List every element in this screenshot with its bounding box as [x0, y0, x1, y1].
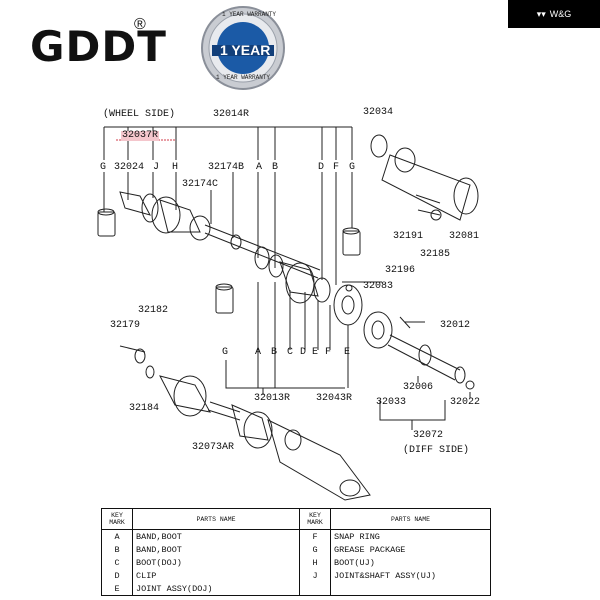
part-32174B: 32174B	[208, 162, 245, 173]
top-key-j: J	[153, 162, 160, 173]
legend-part: JOINT ASSY(DOJ)	[132, 582, 300, 596]
badge-bottom-text: 1 YEAR WARRANTY	[216, 74, 271, 81]
legend-part: BAND,BOOT	[132, 529, 300, 543]
top-key-g1: G	[100, 162, 107, 173]
legend-part: BOOT(UJ)	[330, 556, 491, 569]
part-32174C: 32174C	[182, 179, 219, 190]
legend-row: A BAND,BOOT F SNAP RING	[101, 529, 491, 543]
legend-key: J	[299, 569, 331, 582]
part-32184: 32184	[129, 403, 160, 414]
legend-header-key-2: KEY MARK	[299, 508, 331, 530]
part-32034: 32034	[363, 107, 394, 118]
legend-key: D	[101, 569, 133, 582]
diff-side-label: (DIFF SIDE)	[403, 445, 470, 456]
key-legend-table: KEY MARK PARTS NAME KEY MARK PARTS NAME …	[101, 508, 491, 596]
legend-key: H	[299, 556, 331, 569]
part-32037R: 32037R	[121, 130, 160, 141]
legend-header-parts-2: PARTS NAME	[330, 508, 491, 530]
part-32043R: 32043R	[316, 393, 353, 404]
part-32033: 32033	[376, 397, 407, 408]
legend-part: CLIP	[132, 569, 300, 582]
bottom-key-e2: E	[344, 347, 351, 358]
brand-logo: GDDT	[30, 22, 167, 71]
corner-tag: ▾▾ W&G	[508, 0, 600, 28]
legend-key: B	[101, 543, 133, 556]
legend-key: E	[101, 582, 133, 596]
part-32191: 32191	[393, 231, 424, 242]
wg-logo-icon: ▾▾	[536, 8, 546, 19]
bottom-key-g: G	[222, 347, 229, 358]
part-32081: 32081	[449, 231, 480, 242]
part-32185: 32185	[420, 249, 451, 260]
part-32012: 32012	[440, 320, 471, 331]
legend-key: A	[101, 529, 133, 543]
registered-mark: ®	[134, 16, 146, 33]
legend-key: F	[299, 529, 331, 543]
wheel-side-label: (WHEEL SIDE)	[103, 109, 176, 120]
legend-row: C BOOT(DOJ) H BOOT(UJ)	[101, 556, 491, 569]
part-32073AR: 32073AR	[192, 442, 235, 453]
part-32006: 32006	[403, 382, 434, 393]
legend-row: D CLIP J JOINT&SHAFT ASSY(UJ)	[101, 569, 491, 582]
legend-header-row: KEY MARK PARTS NAME KEY MARK PARTS NAME	[101, 508, 491, 530]
legend-part: GREASE PACKAGE	[330, 543, 491, 556]
badge-top-text: 1 YEAR WARRANTY	[222, 11, 277, 18]
bottom-key-f: F	[325, 347, 332, 358]
legend-part: JOINT&SHAFT ASSY(UJ)	[330, 569, 491, 582]
corner-tag-text: W&G	[549, 9, 572, 19]
top-key-d: D	[318, 162, 325, 173]
bottom-key-c: C	[287, 347, 294, 358]
top-key-g2: G	[349, 162, 356, 173]
legend-part: BAND,BOOT	[132, 543, 300, 556]
top-key-f: F	[333, 162, 340, 173]
part-32083: 32083	[363, 281, 394, 292]
legend-key: G	[299, 543, 331, 556]
part-32196: 32196	[385, 265, 416, 276]
top-key-a: A	[256, 162, 263, 173]
legend-key	[299, 582, 331, 596]
part-32013R: 32013R	[254, 393, 291, 404]
legend-key: C	[101, 556, 133, 569]
part-32014R: 32014R	[213, 109, 250, 120]
top-key-b: B	[272, 162, 279, 173]
warranty-badge	[201, 6, 285, 90]
bottom-key-a: A	[255, 347, 262, 358]
top-key-h: H	[172, 162, 179, 173]
bottom-key-e: E	[312, 347, 319, 358]
legend-row: E JOINT ASSY(DOJ)	[101, 582, 491, 596]
badge-main-text: 1 YEAR	[220, 42, 271, 58]
part-32072: 32072	[413, 430, 444, 441]
bottom-key-d: D	[300, 347, 307, 358]
legend-part: BOOT(DOJ)	[132, 556, 300, 569]
legend-part: SNAP RING	[330, 529, 491, 543]
part-32179: 32179	[110, 320, 141, 331]
part-32182: 32182	[138, 305, 169, 316]
part-32022: 32022	[450, 397, 481, 408]
legend-header-key-1: KEY MARK	[101, 508, 133, 530]
part-32024: 32024	[114, 162, 145, 173]
legend-header-parts-1: PARTS NAME	[132, 508, 300, 530]
legend-row: B BAND,BOOT G GREASE PACKAGE	[101, 543, 491, 556]
bottom-key-b: B	[271, 347, 278, 358]
legend-part	[330, 582, 491, 596]
